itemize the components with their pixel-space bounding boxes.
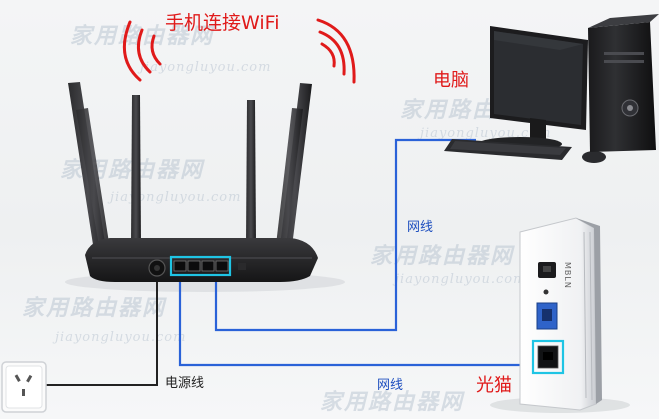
network-cable-router-to-pc [214,138,476,332]
optical-modem-icon [519,217,602,411]
computer-label: 电脑 [433,70,469,91]
watermark-url: jiayongluyou.com [395,272,527,287]
optical-modem-label: 光猫 [476,375,512,396]
wifi-signal-right-icon [316,18,356,84]
watermark-url: jiayongluyou.com [140,60,272,75]
network-cable-router-to-modem [178,272,536,367]
router-icon [68,82,318,282]
modem-brand-label: MBLN [563,262,572,289]
power-cable [42,272,158,386]
watermark-text: 家用路由器网 [320,389,465,415]
network-cable-label-top: 网线 [407,220,434,235]
watermark-url: jiayongluyou.com [110,190,242,205]
power-socket-icon [1,361,47,413]
network-cable-label-bottom: 网线 [377,378,404,393]
watermark-url: jiayongluyou.com [55,330,187,345]
watermark-text: 家用路由器网 [22,295,167,321]
power-cable-label: 电源线 [165,376,205,391]
computer-icon [444,14,659,163]
watermark-text: 家用路由器网 [370,243,515,269]
wifi-label: 手机连接WiFi [165,12,280,34]
wifi-signal-left-icon [122,20,162,82]
